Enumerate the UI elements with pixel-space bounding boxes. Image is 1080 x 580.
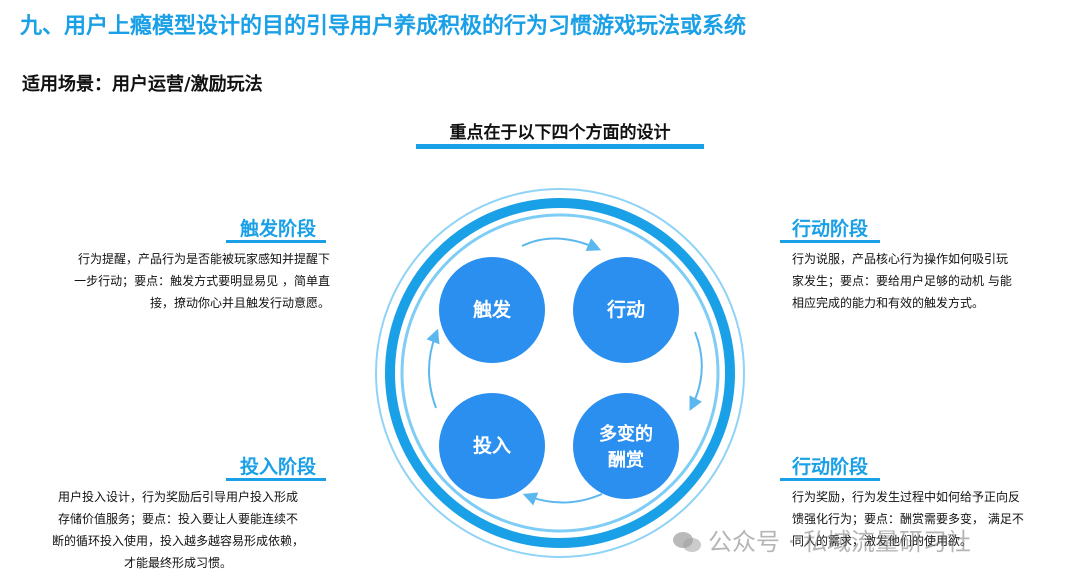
reward-stage-desc: 行为奖励，行为发生过程中如何给予正向反 馈强化行为；要点：酬赏需要多变， 满足不… bbox=[792, 486, 1076, 552]
hook-cycle-diagram: 触发 行动 投入 多变的 酬赏 bbox=[375, 188, 745, 558]
arrow-reward-to-invest bbox=[522, 492, 603, 506]
reward-stage-title: 行动阶段 bbox=[792, 456, 869, 478]
arrow-invest-to-trigger bbox=[426, 328, 440, 409]
action-desc-line: 相应完成的能力和有效的触发方式。 bbox=[792, 296, 985, 310]
action-stage-desc: 行为说服，产品核心行为操作如何吸引玩 家发生；要点：要给用户足够的动机 与能 相… bbox=[792, 248, 1072, 314]
invest-stage-desc: 用户投入设计，行为奖励后引导用户投入形成 存储价值服务；要点：投入要让人要能连续… bbox=[20, 486, 336, 574]
reward-desc-line: 馈强化行为；要点：酬赏需要多变， 满足不 bbox=[792, 512, 1024, 526]
wechat-icon bbox=[673, 532, 701, 552]
invest-desc-line: 才能最终形成习惯。 bbox=[123, 556, 232, 570]
focus-underline bbox=[416, 144, 704, 149]
trigger-desc-line: 一步行动；要点：触发方式要明显易见 ，简单直 bbox=[74, 274, 330, 288]
action-stage-title: 行动阶段 bbox=[792, 218, 869, 240]
watermark-text: 公众号 · 私域流量研习社 bbox=[708, 528, 971, 556]
trigger-stage-underline bbox=[226, 240, 326, 243]
reward-stage-underline bbox=[780, 478, 880, 481]
page-title: 九、用户上瘾模型设计的目的引导用户养成积极的行为习惯游戏玩法或系统 bbox=[20, 14, 747, 39]
invest-stage-title: 投入阶段 bbox=[240, 456, 317, 478]
outer-thick-ring bbox=[385, 198, 735, 548]
trigger-node bbox=[439, 257, 545, 363]
action-desc-line: 行为说服，产品核心行为操作如何吸引玩 bbox=[792, 252, 1009, 266]
reward-desc-line: 同人的需求，激发他们的使用欲。 bbox=[792, 534, 973, 548]
reward-node bbox=[573, 393, 679, 499]
invest-stage-underline bbox=[226, 478, 326, 481]
arrow-trigger-to-action bbox=[521, 237, 602, 252]
scenario-label: 适用场景：用户运营/激励玩法 bbox=[22, 74, 263, 95]
watermark: 公众号 · 私域流量研习社 bbox=[672, 522, 971, 557]
inner-ring bbox=[400, 213, 720, 533]
reward-node-label-line2: 酬赏 bbox=[608, 449, 644, 471]
action-node bbox=[573, 257, 679, 363]
focus-heading: 重点在于以下四个方面的设计 bbox=[449, 123, 671, 143]
trigger-stage-title: 触发阶段 bbox=[240, 218, 317, 240]
invest-desc-line: 存储价值服务；要点：投入要让人要能连续不 bbox=[57, 512, 298, 526]
reward-node-label-line1: 多变的 bbox=[599, 423, 653, 445]
trigger-desc-line: 接，撩动你心并且触发行动意愿。 bbox=[149, 296, 330, 310]
trigger-stage-desc: 行为提醒，产品行为是否能被玩家感知并提醒下 一步行动；要点：触发方式要明显易见 … bbox=[10, 248, 330, 314]
invest-node-label: 投入 bbox=[473, 434, 511, 457]
invest-node bbox=[439, 393, 545, 499]
arrow-action-to-reward bbox=[689, 331, 703, 412]
outer-thin-ring bbox=[375, 188, 745, 558]
invest-desc-line: 断的循环投入使用，投入越多越容易形成依赖， bbox=[51, 534, 304, 548]
invest-desc-line: 用户投入设计，行为奖励后引导用户投入形成 bbox=[57, 490, 298, 504]
action-desc-line: 家发生；要点：要给用户足够的动机 与能 bbox=[792, 274, 1012, 288]
action-node-label: 行动 bbox=[606, 298, 645, 321]
trigger-desc-line: 行为提醒，产品行为是否能被玩家感知并提醒下 bbox=[77, 252, 330, 266]
trigger-node-label: 触发 bbox=[473, 298, 512, 321]
action-stage-underline bbox=[780, 240, 880, 243]
reward-desc-line: 行为奖励，行为发生过程中如何给予正向反 bbox=[792, 490, 1021, 504]
